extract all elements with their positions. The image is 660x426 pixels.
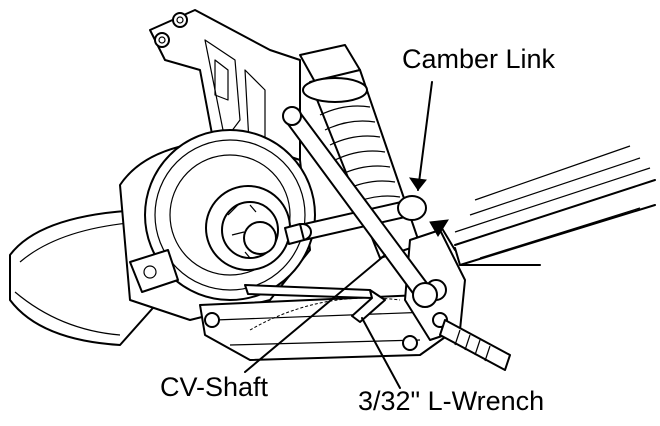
- chassis-rails: [455, 146, 655, 265]
- cv-shaft-label: CV-Shaft: [160, 374, 268, 401]
- l-wrench-label: 3/32" L-Wrench: [358, 388, 544, 415]
- camber-link-leader: [418, 82, 432, 190]
- camber-link-label: Camber Link: [402, 46, 555, 73]
